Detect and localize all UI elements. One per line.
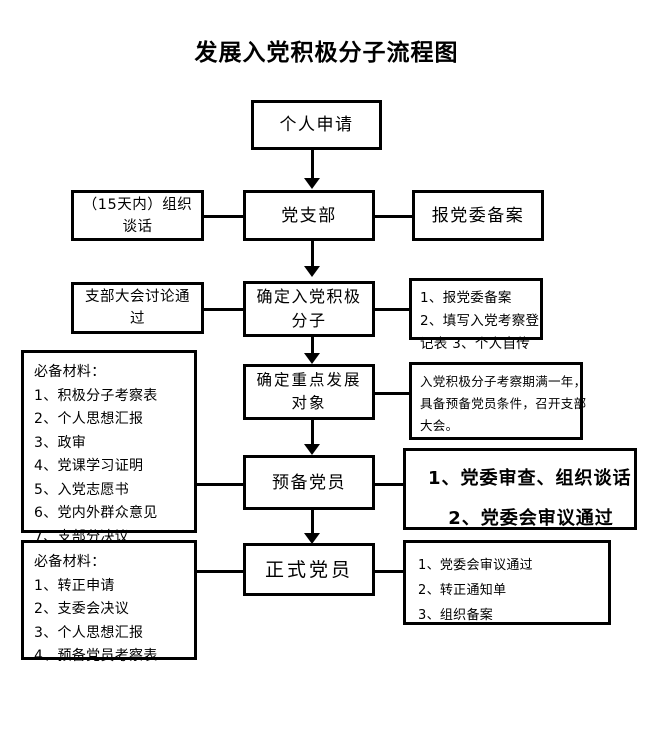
note-activist-steps-line-1: 1、报党委备案	[420, 290, 512, 306]
connector-keytarget-to-probationary	[311, 420, 314, 448]
note-full-member-steps-line-1: 1、党委会审议通过	[418, 558, 533, 573]
connector-full-to-steps	[374, 570, 406, 573]
note-key-target-line-2: 具备预备党员条件，召开支部	[420, 396, 587, 411]
arrowhead-activist-to-keytarget	[304, 353, 320, 364]
note-key-target-line-1: 入党积极分子考察期满一年，	[420, 374, 587, 389]
connector-discussion-to-activist	[203, 308, 245, 311]
connector-branch-to-activist	[311, 241, 314, 269]
node-probationary-member-label: 预备党员	[272, 472, 346, 493]
connector-probationary-to-full	[311, 510, 314, 538]
note-materials-probationary: 必备材料： 1、积极分子考察表 2、个人思想汇报 3、政审 4、党课学习证明 5…	[21, 350, 197, 545]
note-materials-full: 必备材料： 1、转正申请 2、支委会决议 3、个人思想汇报 4、预备党员考察表	[21, 540, 197, 664]
node-branch-meeting-discussion-label: 支部大会讨论通过	[85, 289, 190, 327]
note-full-member-steps: 1、党委会审议通过 2、转正通知单 3、组织备案	[403, 540, 611, 625]
connector-materials-to-full	[196, 570, 246, 573]
node-full-member[interactable]: 正式党员	[243, 543, 375, 596]
note-full-member-steps-line-2: 2、转正通知单	[418, 583, 507, 598]
note-materials-full-line-2: 2、支委会决议	[34, 601, 130, 617]
connector-talk-to-branch	[203, 215, 245, 218]
note-materials-full-line-4: 4、预备党员考察表	[34, 648, 158, 664]
arrowhead-probationary-to-full	[304, 533, 320, 544]
node-personal-application[interactable]: 个人申请	[251, 100, 382, 150]
connector-branch-to-filing	[374, 215, 414, 218]
node-organization-talk[interactable]: （15天内）组织谈话	[71, 190, 204, 241]
note-materials-probationary-line-1: 1、积极分子考察表	[34, 387, 158, 404]
node-personal-application-label: 个人申请	[279, 115, 354, 135]
note-activist-steps: 1、报党委备案 2、填写入党考察登 记表 3、个人自传	[409, 278, 543, 352]
arrowhead-keytarget-to-probationary	[304, 444, 320, 455]
note-materials-probationary-line-2: 2、个人思想汇报	[34, 411, 144, 427]
node-party-branch[interactable]: 党支部	[243, 190, 375, 241]
node-party-branch-label: 党支部	[281, 205, 337, 226]
node-full-member-label: 正式党员	[264, 558, 353, 581]
connector-keytarget-to-note	[374, 392, 410, 395]
note-materials-probationary-line-6: 6、党内外群众意见	[34, 505, 158, 521]
note-materials-probationary-line-3: 3、政审	[34, 434, 87, 451]
note-materials-full-heading: 必备材料：	[34, 554, 106, 570]
note-materials-full-line-1: 1、转正申请	[34, 577, 115, 594]
note-activist-steps-line-2: 2、填写入党考察登	[420, 313, 540, 329]
connector-activist-to-steps	[374, 308, 410, 311]
connector-probationary-to-review	[374, 483, 406, 486]
note-activist-steps-line-3: 记表 3、个人自传	[420, 336, 531, 352]
node-probationary-member[interactable]: 预备党员	[243, 455, 375, 510]
note-probationary-review-line-2: 2、党委会审议通过	[448, 508, 614, 529]
arrowhead-application-to-branch	[304, 178, 320, 189]
node-confirm-activist[interactable]: 确定入党积极分子	[243, 281, 375, 337]
note-full-member-steps-line-3: 3、组织备案	[418, 608, 494, 623]
note-probationary-review: 1、党委审查、组织谈话 2、党委会审议通过	[403, 448, 637, 530]
page-title: 发展入党积极分子流程图	[194, 40, 459, 66]
node-report-filing[interactable]: 报党委备案	[412, 190, 544, 241]
note-materials-probationary-line-5: 5、入党志愿书	[34, 481, 130, 498]
note-probationary-review-line-1: 1、党委审查、组织谈话	[428, 468, 632, 489]
note-materials-full-line-3: 3、个人思想汇报	[34, 624, 144, 641]
connector-application-to-branch	[311, 150, 314, 180]
note-key-target: 入党积极分子考察期满一年， 具备预备党员条件，召开支部 大会。	[409, 362, 587, 440]
node-confirm-key-target-label: 确定重点发展对象	[256, 371, 362, 412]
node-organization-talk-label: （15天内）组织谈话	[82, 196, 193, 235]
note-key-target-line-3: 大会。	[420, 418, 459, 433]
node-confirm-key-target[interactable]: 确定重点发展对象	[243, 364, 375, 420]
arrowhead-branch-to-activist	[304, 266, 320, 277]
note-materials-probationary-line-4: 4、党课学习证明	[34, 458, 144, 474]
note-materials-probationary-heading: 必备材料：	[34, 364, 106, 380]
connector-activist-to-keytarget	[311, 337, 314, 359]
connector-materials-to-probationary	[196, 483, 246, 486]
node-report-filing-label: 报党委备案	[431, 205, 525, 226]
node-branch-meeting-discussion[interactable]: 支部大会讨论通过	[71, 282, 204, 334]
node-confirm-activist-label: 确定入党积极分子	[256, 287, 362, 330]
